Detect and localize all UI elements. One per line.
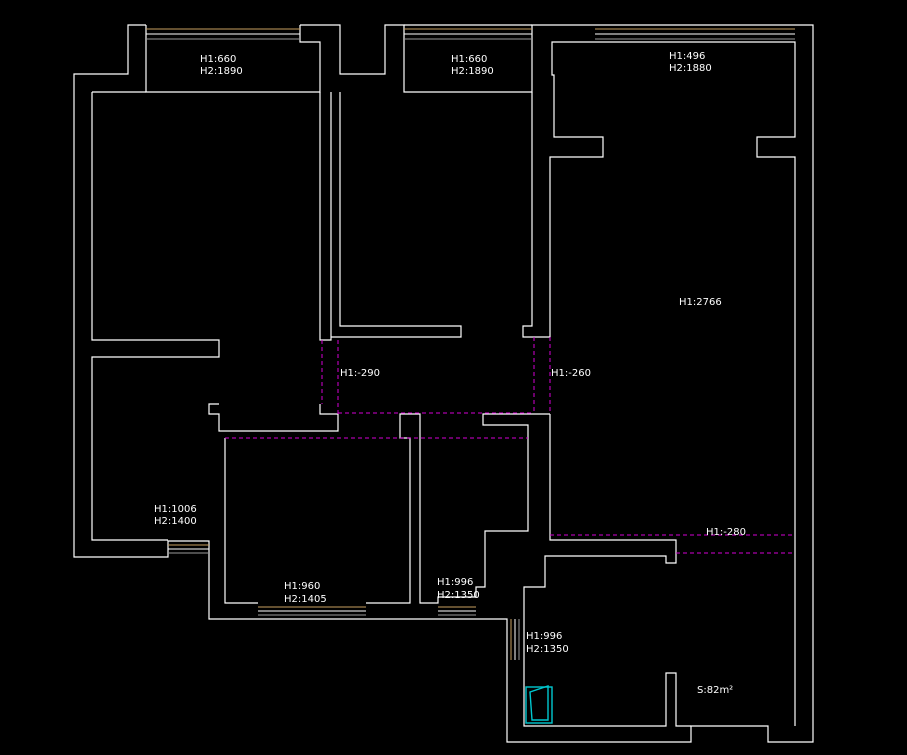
dashed-openings — [225, 337, 795, 554]
window-bottom-bedroom — [258, 606, 366, 616]
wall-bedroom2-bottom — [331, 92, 462, 338]
label-win-top-right-h2: H2:1880 — [669, 63, 712, 74]
window-kitchen — [510, 619, 520, 660]
label-win-top-left-h1: H1:660 — [200, 54, 236, 65]
wall-bedroom3 — [224, 438, 258, 604]
wall-partition-1 — [319, 92, 332, 341]
wall-left-room-inner — [91, 92, 220, 541]
outer-wall — [73, 24, 814, 743]
label-win-top-mid-h1: H1:660 — [451, 54, 487, 65]
label-opening-left: H1:-290 — [340, 368, 380, 379]
label-win-kitchen-h2: H2:1350 — [526, 644, 569, 655]
window-top-left — [146, 28, 300, 40]
wall-bathroom — [419, 413, 550, 604]
windows — [146, 28, 795, 660]
label-win-bottom-h2: H2:1405 — [284, 594, 327, 605]
window-left — [168, 544, 209, 554]
label-win-top-right-h1: H1:496 — [669, 51, 705, 62]
window-top-right — [595, 28, 795, 40]
window-bathroom — [438, 606, 476, 616]
label-opening-right: H1:-260 — [551, 368, 591, 379]
label-area: S:82m² — [697, 685, 733, 696]
label-living-h1: H1:2766 — [679, 297, 722, 308]
walls — [73, 24, 814, 743]
label-win-left-h2: H2:1400 — [154, 516, 197, 527]
labels: H1:660 H2:1890 H1:660 H2:1890 H1:496 H2:… — [154, 51, 746, 696]
wall-partition-2 — [522, 41, 604, 338]
label-win-left-h1: H1:1006 — [154, 504, 197, 515]
label-opening-lower: H1:-280 — [706, 527, 746, 538]
label-win-top-mid-h2: H2:1890 — [451, 66, 494, 77]
wall-living-bottom — [523, 414, 677, 619]
kitchen-fixture-icon — [525, 685, 553, 724]
label-win-kitchen-h1: H1:996 — [526, 631, 562, 642]
wall-corridor-left — [208, 403, 339, 432]
label-win-top-left-h2: H2:1890 — [200, 66, 243, 77]
wall-right-top — [595, 41, 796, 726]
wall-bedroom3-right — [366, 413, 421, 604]
label-win-bottom-h1: H1:960 — [284, 581, 320, 592]
wall-kitchen — [523, 619, 691, 727]
label-win-bath-h2: H2:1350 — [437, 590, 480, 601]
label-win-bath-h1: H1:996 — [437, 577, 473, 588]
window-top-mid — [404, 28, 532, 40]
wall-top-mid-bay — [300, 24, 595, 93]
